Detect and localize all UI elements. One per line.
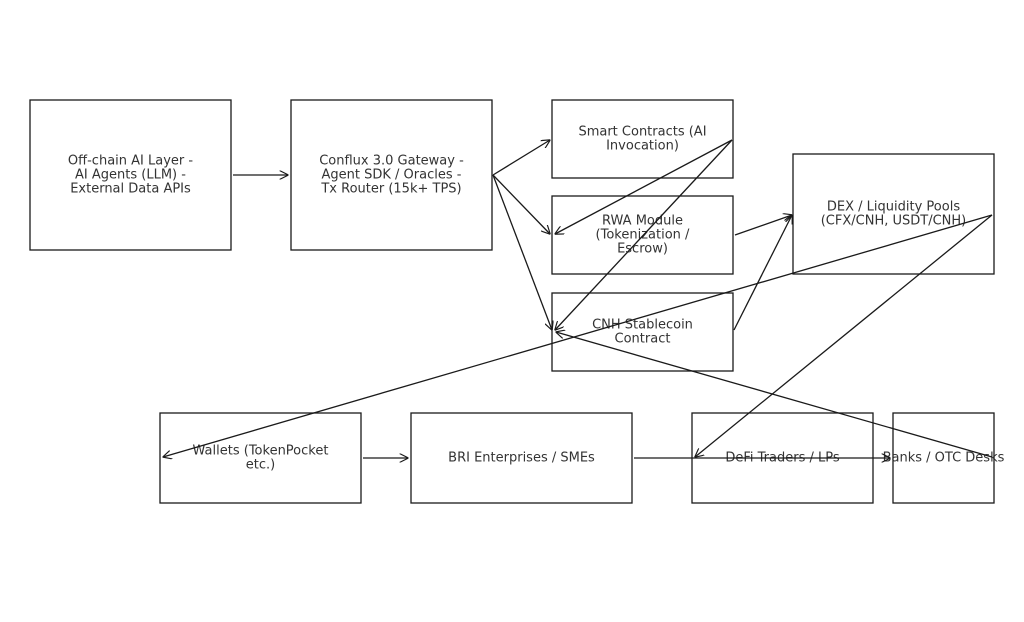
edge-rwa-to-dex (734, 215, 792, 236)
node-gateway: Conflux 3.0 Gateway -Agent SDK / Oracles… (290, 99, 493, 251)
edge-banks-to-cnh (556, 332, 993, 458)
edge-gateway-to-smart-contracts (492, 140, 550, 176)
node-label-dex-line-1: DEX / Liquidity Pools (827, 200, 960, 215)
node-dex: DEX / Liquidity Pools(CFX/CNH, USDT/CNH) (792, 153, 995, 275)
node-banks: Banks / OTC Desks (883, 412, 1005, 504)
node-label-cnh-line-1: CNH Stablecoin (592, 318, 693, 333)
node-label-rwa-line-1: RWA Module (602, 214, 683, 229)
nodes-layer: Off-chain AI Layer -AI Agents (LLM) -Ext… (29, 99, 1005, 504)
node-label-offchain-ai-line-2: AI Agents (LLM) - (75, 168, 186, 183)
edge-smart-contracts-to-rwa (555, 139, 733, 234)
node-label-cnh-line-2: Contract (615, 332, 671, 347)
edge-smart-contracts-to-cnh (555, 139, 733, 330)
node-label-bri-line-1: BRI Enterprises / SMEs (448, 451, 595, 466)
node-label-offchain-ai-line-3: External Data APIs (70, 182, 191, 197)
node-label-gateway-line-3: Tx Router (15k+ TPS) (320, 182, 461, 197)
node-box-rwa (551, 195, 734, 275)
edge-cnh-to-dex (733, 215, 792, 331)
node-box-banks (892, 412, 995, 504)
edge-gateway-to-rwa (492, 174, 550, 234)
node-bri: BRI Enterprises / SMEs (410, 412, 633, 504)
node-label-gateway-line-1: Conflux 3.0 Gateway - (319, 154, 464, 169)
node-label-wallets-line-1: Wallets (TokenPocket (193, 444, 329, 459)
node-box-bri (410, 412, 633, 504)
node-box-gateway (290, 99, 493, 251)
node-box-smart-contracts (551, 99, 734, 179)
node-label-banks-line-1: Banks / OTC Desks (883, 451, 1005, 466)
edge-dex-to-wallets (163, 214, 993, 457)
edge-gateway-to-cnh (492, 174, 552, 330)
node-box-cnh (551, 292, 734, 372)
node-rwa: RWA Module(Tokenization /Escrow) (551, 195, 734, 275)
edge-dex-to-defi (695, 214, 993, 457)
node-label-rwa-line-3: Escrow) (617, 242, 668, 257)
node-label-dex-line-2: (CFX/CNH, USDT/CNH) (821, 214, 967, 229)
node-label-smart-contracts-line-2: Invocation) (606, 139, 679, 154)
edges-layer (163, 139, 993, 458)
node-box-dex (792, 153, 995, 275)
node-label-gateway-line-2: Agent SDK / Oracles - (322, 168, 462, 183)
node-label-wallets-line-2: etc.) (246, 458, 275, 473)
node-label-offchain-ai-line-1: Off-chain AI Layer - (68, 154, 193, 169)
node-box-offchain-ai (29, 99, 232, 251)
node-label-smart-contracts-line-1: Smart Contracts (AI (578, 125, 706, 140)
node-offchain-ai: Off-chain AI Layer -AI Agents (LLM) -Ext… (29, 99, 232, 251)
